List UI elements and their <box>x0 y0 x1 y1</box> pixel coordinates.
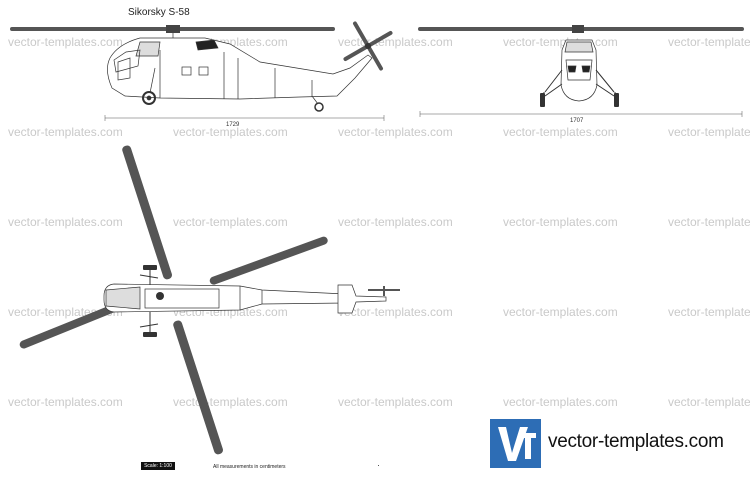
top-left-wheel <box>143 265 157 270</box>
watermark-text: vector-templates.com <box>173 125 288 139</box>
watermark-text: vector-templates.com <box>8 35 123 49</box>
front-right-gear <box>595 69 616 104</box>
watermark-text: vector-templates.com <box>668 395 750 409</box>
top-tail-rotor <box>368 286 400 296</box>
front-right-wheel <box>614 93 619 107</box>
top-rotor-hub <box>156 292 164 300</box>
watermark-text: vector-templates.com <box>503 215 618 229</box>
side-window-2 <box>198 66 209 76</box>
watermark-text: vector-templates.com <box>173 395 288 409</box>
drawing-title: Sikorsky S-58 <box>128 7 190 18</box>
side-cockpit-frame <box>113 49 141 73</box>
side-cockpit-window <box>135 41 161 57</box>
watermark-text: vector-templates.com <box>338 215 453 229</box>
watermark-text: vector-templates.com <box>668 215 750 229</box>
scale-label: Scale: 1:100 <box>141 462 175 470</box>
watermark-grid: vector-templates.com vector-templates.com… <box>8 35 750 409</box>
side-main-gear-strut <box>149 67 156 94</box>
top-rotor-blade-3 <box>19 299 130 349</box>
watermark-text: vector-templates.com <box>338 125 453 139</box>
logo-text: vector-templates.com <box>548 431 724 452</box>
side-main-wheel <box>142 91 156 105</box>
top-rotor-blade-1 <box>122 145 172 280</box>
side-view <box>10 21 393 121</box>
logo-mark <box>490 419 541 468</box>
top-right-wheel <box>143 332 157 337</box>
front-cockpit <box>564 41 594 53</box>
side-engine-fairing <box>195 39 219 51</box>
side-tail-rotor <box>343 21 393 71</box>
front-view <box>418 25 744 117</box>
top-gear-struts <box>139 270 159 332</box>
watermark-text: vector-templates.com <box>668 35 750 49</box>
side-dimension-line <box>104 115 385 121</box>
front-left-wheel <box>540 93 545 107</box>
side-length-label: 1729 <box>226 122 240 128</box>
watermark-text: vector-templates.com <box>338 35 453 49</box>
front-dimension-line <box>419 111 743 117</box>
front-rotor-hub <box>572 25 584 33</box>
side-fuselage <box>107 37 373 100</box>
watermark-text: vector-templates.com <box>338 305 453 319</box>
side-tail-gear-strut <box>311 95 319 105</box>
side-nose-grille <box>117 57 131 81</box>
watermark-text: vector-templates.com <box>173 215 288 229</box>
top-rotor-blade-2 <box>173 320 223 455</box>
top-rotor-blade-4 <box>209 236 328 285</box>
watermark-text: vector-templates.com <box>503 35 618 49</box>
top-tail <box>337 284 387 314</box>
vt-logo-icon <box>498 427 536 461</box>
watermark-text: vector-templates.com <box>8 215 123 229</box>
side-rotor-hub <box>166 25 180 33</box>
side-panel-lines <box>159 50 313 99</box>
stray-dot <box>378 465 379 466</box>
top-main-rotor <box>19 145 328 455</box>
front-fuselage <box>560 39 598 102</box>
front-width-label: 1707 <box>570 118 584 124</box>
watermark-text: vector-templates.com <box>668 125 750 139</box>
side-window-1 <box>181 66 192 76</box>
front-nose <box>565 59 593 81</box>
top-cabin-window <box>144 288 220 309</box>
front-intake <box>567 65 591 73</box>
side-tail-wheel <box>314 102 324 112</box>
watermark-text: vector-templates.com <box>8 395 123 409</box>
watermark-text: vector-templates.com <box>338 395 453 409</box>
watermark-text: vector-templates.com <box>503 305 618 319</box>
measurement-note: All measurements in centimeters <box>213 464 286 470</box>
watermark-text: vector-templates.com <box>503 395 618 409</box>
top-tail-boom-lines <box>239 286 263 310</box>
watermark-text: vector-templates.com <box>503 125 618 139</box>
top-view <box>19 145 400 455</box>
top-cockpit <box>105 286 141 310</box>
watermark-text: vector-templates.com <box>668 305 750 319</box>
watermark-text: vector-templates.com <box>8 125 123 139</box>
front-left-gear <box>543 69 563 104</box>
